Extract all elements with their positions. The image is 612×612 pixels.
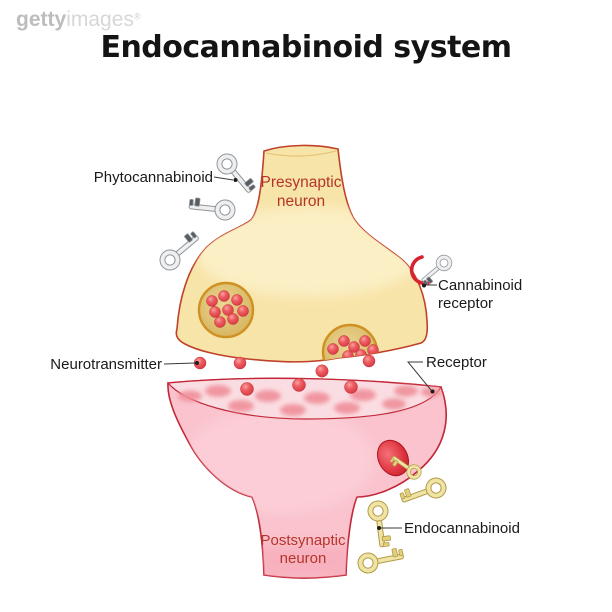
receptor-site (280, 404, 306, 416)
receptor-site (394, 385, 418, 397)
leader-lines (163, 176, 437, 530)
neurotransmitter-dot (231, 294, 243, 306)
receptor-site (228, 400, 254, 412)
receptor-label: Receptor (426, 354, 487, 371)
phytocannabinoid-label: Phytocannabinoid (94, 169, 213, 186)
receptor-site (205, 385, 231, 397)
gold-key-icon (356, 546, 405, 574)
receptor-site (255, 390, 281, 402)
receptor-site (334, 402, 360, 414)
neurotransmitter-dot (348, 341, 360, 353)
leader-dot (195, 361, 199, 365)
neurotransmitter-dot (338, 335, 350, 347)
neurotransmitter-dot (327, 343, 339, 355)
synaptic-vesicle-fusing (321, 323, 379, 362)
neurotransmitter-dot (342, 350, 354, 362)
neurotransmitter-dot (315, 364, 329, 378)
watermark-brand-bold: getty (16, 8, 67, 31)
endocannabinoid-label: Endocannabinoid (404, 520, 520, 537)
gold-key-icon (367, 500, 392, 548)
phytocannabinoid-leader (213, 176, 234, 181)
neck-rim-line (265, 150, 337, 157)
postsynaptic-shading (185, 405, 375, 578)
receptor-site (178, 390, 202, 402)
neurotransmitter-dot (206, 295, 218, 307)
neurotransmitter-dot (237, 305, 249, 317)
leader-dot (377, 526, 381, 530)
postsynaptic-neuron (166, 377, 447, 579)
neurotransmitter-dot (218, 290, 230, 302)
silver-key-icon (188, 196, 236, 221)
receptor-sites (178, 385, 441, 416)
neurotransmitters-cleft (193, 354, 376, 396)
watermark-brand-light: images (66, 8, 134, 31)
silver-key-icon (213, 150, 258, 198)
leader-dot (430, 389, 435, 394)
neurotransmitter-dot (292, 378, 306, 392)
leader-dot (422, 283, 426, 288)
receptor-site (382, 398, 406, 410)
receptor-leader (406, 361, 432, 391)
receptor-site (350, 389, 376, 401)
neurotransmitter-dot (214, 316, 226, 328)
gettyimages-watermark: gettyimages® (16, 8, 141, 32)
neurotransmitter-dot (359, 335, 371, 347)
neurotransmitter-dot (240, 382, 254, 396)
leader-dot (233, 178, 238, 182)
registered-mark: ® (133, 11, 141, 22)
neurotransmitter-dot (227, 313, 239, 325)
neurotransmitter-dot (233, 356, 247, 370)
neurotransmitter-dot (222, 304, 234, 316)
neurotransmitter-dot (362, 354, 376, 368)
neurotransmitter-leader (163, 362, 196, 365)
neurotransmitter-dot (344, 380, 358, 394)
neurotransmitter-label: Neurotransmitter (50, 356, 162, 373)
diagram-title: Endocannabinoid system (100, 30, 512, 65)
cannabinoid-receptor (409, 255, 430, 286)
synaptic-vesicle (197, 281, 255, 339)
neurotransmitter-dot (209, 306, 221, 318)
receptor-site (304, 392, 330, 404)
